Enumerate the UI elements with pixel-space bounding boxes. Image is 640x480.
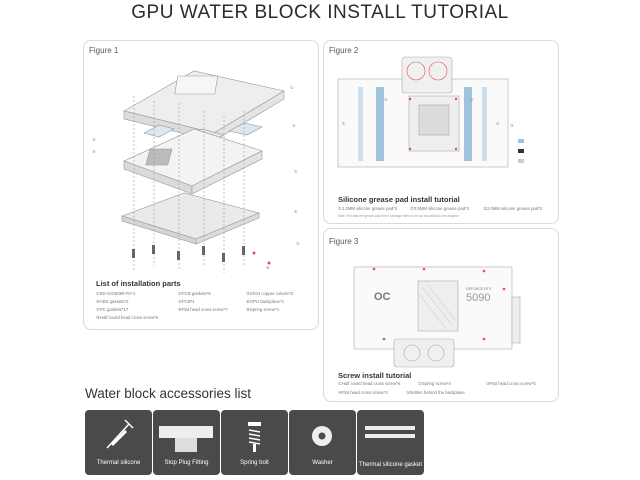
pad-item: ①1.2MM silicone grease pad*2	[338, 206, 398, 211]
grease-pad-title: Silicone grease pad install tutorial	[338, 195, 460, 204]
screw-list: ①Half round head cross screw*6 ②Spring s…	[338, 381, 558, 399]
screw-item: ①Half round head cross screw*6	[338, 381, 401, 386]
parts-list: ①BS-GIG5090-PA*1 ②PCB gaskets*6 ③Short c…	[96, 291, 316, 327]
card-badge: GEFORCE RTX	[466, 287, 492, 291]
grease-pad-note: Note: The silicone grease pad in the pac…	[338, 214, 459, 218]
screw-item: ⑤hidden behind the backplane	[406, 390, 465, 395]
figure-3-label: Figure 3	[329, 237, 359, 246]
part-item: ①BS-GIG5090-PA*1	[96, 291, 136, 296]
accessories-title: Water block accessories list	[85, 386, 252, 401]
screw-install-diagram	[353, 266, 521, 368]
part-item: ⑩Half round head cross screw*6	[96, 315, 159, 320]
svg-text:①: ①	[290, 85, 294, 90]
parts-list-title: List of installation parts	[96, 279, 181, 288]
figure-2-panel: Figure 2 ① ① ② ② ③ Silicone grease pad ins…	[323, 40, 559, 224]
part-item: ⑥GPU backplane*1	[246, 299, 285, 304]
accessory-spring-bolt: Spring bolt	[221, 410, 288, 475]
svg-text:①: ①	[496, 121, 500, 126]
card-logo: OC	[374, 291, 391, 303]
grease-pad-list: ①1.2MM silicone grease pad*2 ②0.5MM sili…	[338, 206, 558, 214]
screw-item: ③Flat head cross screw*5	[486, 381, 536, 386]
accessory-label: Thermal silicone	[96, 460, 141, 466]
figure-1-label: Figure 1	[89, 46, 119, 55]
svg-text:⑤: ⑤	[294, 169, 298, 174]
pad-item: ②0.5MM silicone grease pad*2	[410, 206, 470, 211]
svg-text:⑧: ⑧	[266, 265, 270, 270]
screw-item: ④Flat head cross screw*2	[338, 390, 388, 395]
svg-text:②: ②	[384, 97, 388, 102]
accessory-label: Spring bolt	[240, 460, 269, 466]
part-item: ④ABS gaskets*2	[96, 299, 129, 304]
part-item: ⑤PCB*1	[178, 299, 195, 304]
washer-icon	[312, 426, 332, 446]
accessory-label: Thermal silicone gasket	[358, 462, 423, 468]
svg-text:④: ④	[92, 149, 96, 154]
accessory-label: Stop Plug Fitting	[164, 460, 209, 466]
accessory-washer: Washer	[289, 410, 356, 475]
gasket-icon	[365, 426, 415, 438]
svg-text:②: ②	[470, 97, 474, 102]
svg-text:⑥: ⑥	[294, 209, 298, 214]
part-item: ⑨Spring screw*4	[246, 307, 279, 312]
figure-1-panel: Figure 1	[83, 40, 319, 330]
part-item: ⑧Flat head cross screw*7	[178, 307, 228, 312]
pad-item: ③2.0MM silicone grease pad*2	[483, 206, 543, 211]
figure-3-panel: Figure 3 OC GEFORCE RTX 5090 Screw insta…	[323, 228, 559, 402]
card-model: 5090	[466, 292, 491, 304]
page-title: GPU WATER BLOCK INSTALL TUTORIAL	[131, 2, 509, 23]
svg-text:③: ③	[510, 123, 514, 128]
screw-item: ②Spring screw*4	[418, 381, 451, 386]
accessory-label: Washer	[312, 460, 333, 466]
part-item: ②PCB gaskets*6	[178, 291, 211, 296]
accessory-thermal-gasket: Thermal silicone gasket	[357, 410, 424, 475]
part-item: ⑦PC gaskets*17	[96, 307, 129, 312]
grease-pad-diagram: ① ① ② ② ③	[337, 56, 524, 168]
svg-text:⑦: ⑦	[296, 241, 300, 246]
exploded-view-diagram: ① ② ③ ④ ⑤ ⑥ ⑦ ⑧	[92, 70, 300, 273]
accessory-thermal-silicone: Thermal silicone	[85, 410, 152, 475]
svg-text:②: ②	[292, 123, 296, 128]
spring-bolt-icon	[248, 422, 261, 452]
accessory-stop-plug: Stop Plug Fitting	[153, 410, 220, 475]
syringe-icon	[106, 419, 134, 449]
part-item: ③Short copper column*2	[246, 291, 294, 296]
svg-text:③: ③	[92, 137, 96, 142]
figure-2-label: Figure 2	[329, 46, 359, 55]
svg-text:①: ①	[342, 121, 346, 126]
screw-install-title: Screw install tutorial	[338, 371, 412, 380]
plug-icon	[159, 426, 213, 452]
